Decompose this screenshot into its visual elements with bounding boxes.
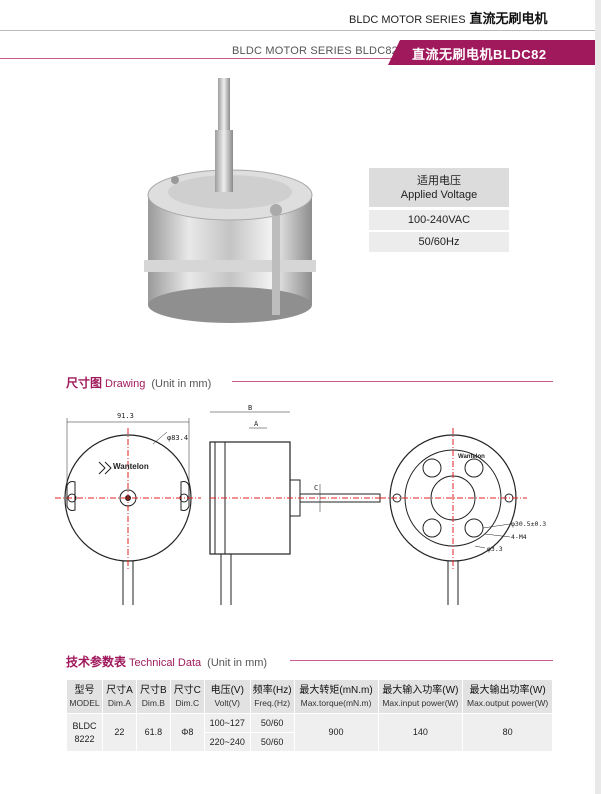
drawing-title-en: Drawing xyxy=(105,378,146,390)
header-divider xyxy=(0,30,595,31)
motor-photo xyxy=(144,78,316,323)
cell-input-power: 140 xyxy=(377,713,464,752)
header-freq: 频率(Hz)Freq.(Hz) xyxy=(249,679,295,714)
dim-c-label: C xyxy=(314,484,318,492)
tech-title-cn: 技术参数表 xyxy=(66,655,127,669)
dim-hole-pcd: φ30.5±0.3 xyxy=(511,520,546,528)
dim-phi-3-3: φ3.3 xyxy=(487,545,503,553)
header-torque: 最大转矩(mN.m)Max.torque(mN.m) xyxy=(293,679,379,714)
series-banner: BLDC MOTOR SERIES BLDC82 直流无刷电机BLDC82 xyxy=(0,40,595,65)
header-input-power: 最大输入功率(W)Max.input power(W) xyxy=(377,679,464,714)
tech-title-en: Technical Data xyxy=(129,657,202,669)
dim-b-label: B xyxy=(248,404,252,412)
dim-91-3: 91.3 xyxy=(117,412,134,420)
applied-voltage-table: 适用电压 Applied Voltage 100-240VAC 50/60Hz xyxy=(369,168,509,252)
front-view: 91.3 φ83.4 Wantelon xyxy=(55,412,201,605)
table-row: 220~240 50/60 xyxy=(67,732,553,752)
header-series-en: BLDC MOTOR SERIES xyxy=(349,14,466,26)
dim-phi-83-4: φ83.4 xyxy=(167,434,188,442)
cell-dim-a: 22 xyxy=(101,713,137,752)
drawing-title-cn: 尺寸图 xyxy=(66,376,103,390)
header-volt: 电压(V)Volt(V) xyxy=(203,679,251,714)
dim-4-m4: 4-M4 xyxy=(511,533,527,541)
tech-unit: (Unit in mm) xyxy=(207,657,268,669)
drawing-unit: (Unit in mm) xyxy=(151,378,212,390)
side-view: B A C xyxy=(209,404,385,605)
banner-line xyxy=(0,58,400,59)
technical-drawing: 91.3 φ83.4 Wantelon B A C xyxy=(55,404,546,605)
header-series-cn: 直流无刷电机 xyxy=(469,11,548,26)
dim-a-label: A xyxy=(254,420,259,428)
rear-brand-text: Wantelon xyxy=(458,454,485,460)
frequency-row: 50/60Hz xyxy=(369,232,509,252)
cell-volt-2: 220~240 xyxy=(203,732,251,752)
cell-output-power: 80 xyxy=(462,713,553,752)
voltage-table-header: 适用电压 Applied Voltage xyxy=(369,168,509,208)
brand-logo-text: Wantelon xyxy=(113,462,149,471)
banner-left-text: BLDC MOTOR SERIES BLDC82 xyxy=(232,45,398,57)
rear-view: Wantelon φ30.5±0.3 4-M4 φ3.3 xyxy=(380,428,546,605)
header-output-power: 最大输出功率(W)Max.output power(W) xyxy=(462,679,553,714)
cell-dim-c: Φ8 xyxy=(169,713,205,752)
cell-dim-b: 61.8 xyxy=(135,713,171,752)
voltage-head-cn: 适用电压 xyxy=(417,175,461,187)
cell-torque: 900 xyxy=(293,713,379,752)
tech-section-line xyxy=(290,660,553,661)
cell-freq-1: 50/60 xyxy=(249,713,295,733)
drawing-section-line xyxy=(232,381,553,382)
cell-freq-2: 50/60 xyxy=(249,732,295,752)
voltage-row: 100-240VAC xyxy=(369,210,509,230)
cell-volt-1: 100~127 xyxy=(203,713,251,733)
voltage-head-en: Applied Voltage xyxy=(400,189,478,201)
banner-tab: 直流无刷电机BLDC82 xyxy=(400,40,595,65)
banner-notch xyxy=(388,40,400,65)
page-edge-bar xyxy=(595,0,601,794)
